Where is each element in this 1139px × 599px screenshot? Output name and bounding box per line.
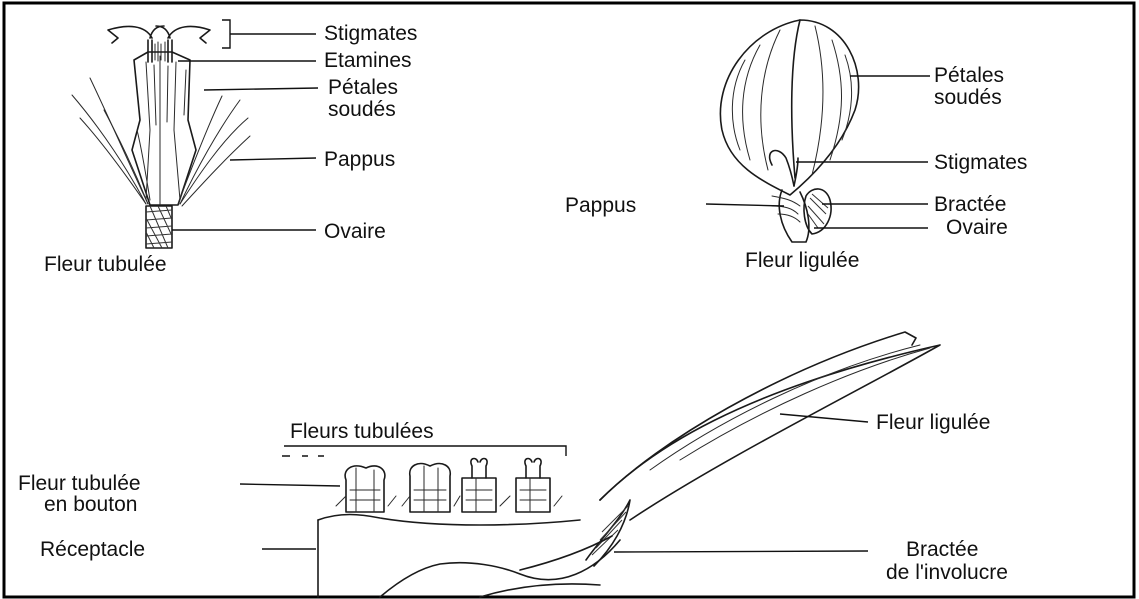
label-fleur-ligulee-head: Fleur ligulée [876,411,990,434]
label-etamines: Etamines [324,49,412,72]
leader-bractee-involucre [614,551,868,552]
leader-petales-1 [204,88,318,90]
label-pappus-tubular: Pappus [324,148,395,171]
leader-stigmates-1 [222,20,316,48]
label-bractee-involucre-1: Bractée [906,538,978,561]
capitulum-drawing [318,332,940,597]
leader-pappus-2 [706,204,784,206]
label-pappus-ligulate: Pappus [565,194,636,217]
label-stigmates-tubular: Stigmates [324,22,417,45]
caption-fleur-ligulee: Fleur ligulée [745,249,859,272]
bracket-fleurs-tubulees [284,446,566,456]
label-bractee-involucre-2: de l'involucre [886,561,1008,584]
label-ovaire-tubular: Ovaire [324,220,386,243]
label-bractee: Bractée [934,193,1006,216]
label-bouton-2: en bouton [44,493,137,516]
label-petales-ligulate-2: soudés [934,86,1002,109]
label-receptacle: Réceptacle [40,538,145,561]
label-bouton-1: Fleur tubulée [18,472,141,495]
label-fleurs-tubulees: Fleurs tubulées [290,420,434,443]
leader-pappus-1 [230,158,316,160]
caption-fleur-tubulee: Fleur tubulée [44,253,167,276]
label-petales-ligulate-1: Pétales [934,64,1004,87]
ligulate-flower-drawing [720,20,858,242]
label-stigmates-ligulate: Stigmates [934,151,1027,174]
leader-fleur-ligulee [780,414,868,422]
label-petales-tubular-1: Pétales [328,76,398,99]
label-petales-tubular-2: soudés [328,98,396,121]
tubular-flower-drawing [72,26,250,248]
label-ovaire-ligulate: Ovaire [946,216,1008,239]
leader-bouton [240,484,340,486]
